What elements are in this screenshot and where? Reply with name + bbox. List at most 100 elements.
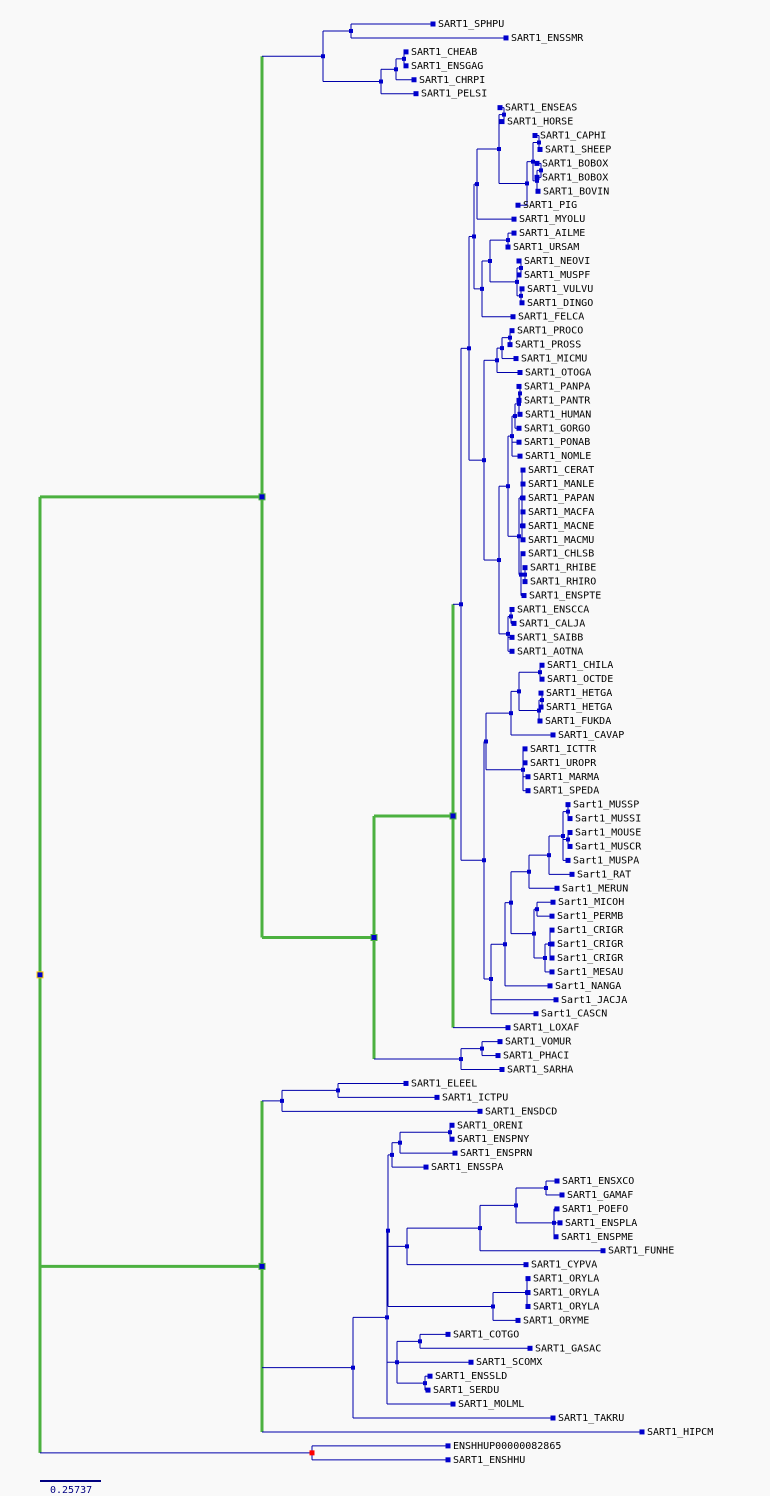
internal-node[interactable] [532,931,536,936]
leaf-node[interactable] [522,760,528,766]
leaf-node[interactable] [549,913,555,919]
leaf-node[interactable] [565,857,571,863]
leaf-label[interactable]: SART1_SERDU [433,1385,499,1396]
leaf-label[interactable]: ENSHHUP00000082865 [453,1441,561,1452]
leaf-node[interactable] [511,216,517,222]
leaf-label[interactable]: Sart1_MICOH [558,897,624,908]
leaf-label[interactable]: SART1_ENSSMR [511,33,584,44]
leaf-label[interactable]: SART1_MUSPF [524,270,590,281]
leaf-node[interactable] [535,188,541,194]
leaf-label[interactable]: SART1_FELCA [518,312,584,323]
leaf-node[interactable] [534,174,540,180]
leaf-label[interactable]: Sart1_CRIGR [557,953,624,964]
leaf-node[interactable] [517,411,523,417]
leaf-node[interactable] [527,1345,533,1351]
internal-node[interactable] [478,1226,482,1231]
leaf-node[interactable] [503,35,509,41]
leaf-node[interactable] [445,1331,451,1337]
leaf-node[interactable] [525,1303,531,1309]
leaf-label[interactable]: SART1_SHEEP [545,144,611,155]
leaf-node[interactable] [510,314,516,320]
leaf-label[interactable]: SART1_CALJA [519,618,585,629]
internal-node[interactable] [467,346,471,351]
leaf-label[interactable]: SART1_AILME [519,228,585,239]
leaf-label[interactable]: SART1_ORENI [457,1120,523,1131]
leaf-node[interactable] [519,300,525,306]
leaf-label[interactable]: SART1_POEFO [562,1204,628,1215]
internal-node[interactable] [495,358,499,363]
internal-node[interactable] [482,458,486,463]
leaf-node[interactable] [499,119,505,125]
leaf-node[interactable] [547,983,553,989]
leaf-node[interactable] [550,899,556,905]
leaf-label[interactable]: SART1_HIPCM [647,1427,713,1438]
leaf-label[interactable]: SART1_GASAC [535,1343,601,1354]
internal-node[interactable] [509,900,513,905]
internal-node[interactable] [503,942,507,947]
leaf-node[interactable] [525,788,531,794]
leaf-label[interactable]: Sart1_MUSSP [573,800,639,811]
leaf-label[interactable]: SART1_ICTTR [530,744,597,755]
leaf-label[interactable]: SART1_CHILA [547,660,613,671]
duplication-node[interactable] [309,1450,315,1456]
internal-node[interactable] [538,670,542,675]
internal-node[interactable] [386,1228,390,1233]
leaf-node[interactable] [520,481,526,487]
leaf-node[interactable] [497,1039,503,1045]
internal-node[interactable] [449,812,457,820]
leaf-node[interactable] [520,537,526,543]
internal-node[interactable] [515,279,519,284]
leaf-node[interactable] [445,1457,451,1463]
internal-node[interactable] [385,1315,389,1320]
leaf-node[interactable] [403,49,409,55]
leaf-node[interactable] [511,620,517,626]
internal-node[interactable] [480,286,484,291]
leaf-label[interactable]: Sart1_MOUSE [575,828,641,839]
root-node[interactable] [36,971,44,979]
leaf-label[interactable]: SART1_BOBOX [542,172,608,183]
leaf-label[interactable]: SART1_ENSPNY [457,1134,529,1145]
internal-node[interactable] [561,834,565,839]
leaf-node[interactable] [533,1011,539,1017]
leaf-label[interactable]: SART1_AOTNA [517,646,583,657]
internal-node[interactable] [509,614,513,619]
leaf-label[interactable]: Sart1_PERMB [557,911,623,922]
internal-node[interactable] [475,182,479,187]
leaf-node[interactable] [450,1401,456,1407]
leaf-label[interactable]: SART1_MANLE [528,479,594,490]
leaf-node[interactable] [499,1067,505,1072]
leaf-node[interactable] [538,690,544,696]
leaf-label[interactable]: Sart1_MUSCR [575,841,642,852]
internal-node[interactable] [497,558,501,563]
internal-node[interactable] [336,1088,340,1093]
leaf-label[interactable]: SART1_ENSEAS [505,103,577,114]
leaf-label[interactable]: SART1_RHIRO [530,577,596,588]
leaf-label[interactable]: SART1_MACMU [528,535,594,546]
leaf-label[interactable]: SART1_FUNHE [608,1246,674,1257]
leaf-label[interactable]: SART1_PELSI [421,89,487,100]
leaf-node[interactable] [522,579,528,585]
internal-node[interactable] [506,631,510,636]
leaf-node[interactable] [525,774,531,780]
internal-node[interactable] [519,293,523,298]
leaf-label[interactable]: SART1_ICTPU [442,1092,508,1103]
leaf-node[interactable] [522,746,528,752]
leaf-label[interactable]: SART1_HETGA [546,702,612,713]
internal-node[interactable] [506,238,510,243]
internal-node[interactable] [370,934,378,942]
leaf-node[interactable] [549,955,555,961]
leaf-label[interactable]: SART1_BOVIN [543,186,609,197]
leaf-node[interactable] [515,202,521,208]
internal-node[interactable] [395,1360,399,1365]
leaf-node[interactable] [553,997,559,1003]
leaf-label[interactable]: SART1_URSAM [513,242,579,253]
leaf-label[interactable]: SART1_CHRPI [419,75,485,86]
leaf-node[interactable] [411,77,417,83]
leaf-label[interactable]: SART1_ENSSLD [435,1371,507,1382]
leaf-label[interactable]: SART1_ENSCCA [517,604,589,615]
leaf-label[interactable]: Sart1_RAT [577,869,631,880]
internal-node[interactable] [552,1220,556,1225]
leaf-node[interactable] [509,634,515,640]
internal-node[interactable] [418,1339,422,1344]
leaf-label[interactable]: SART1_ENSXCO [562,1176,634,1187]
